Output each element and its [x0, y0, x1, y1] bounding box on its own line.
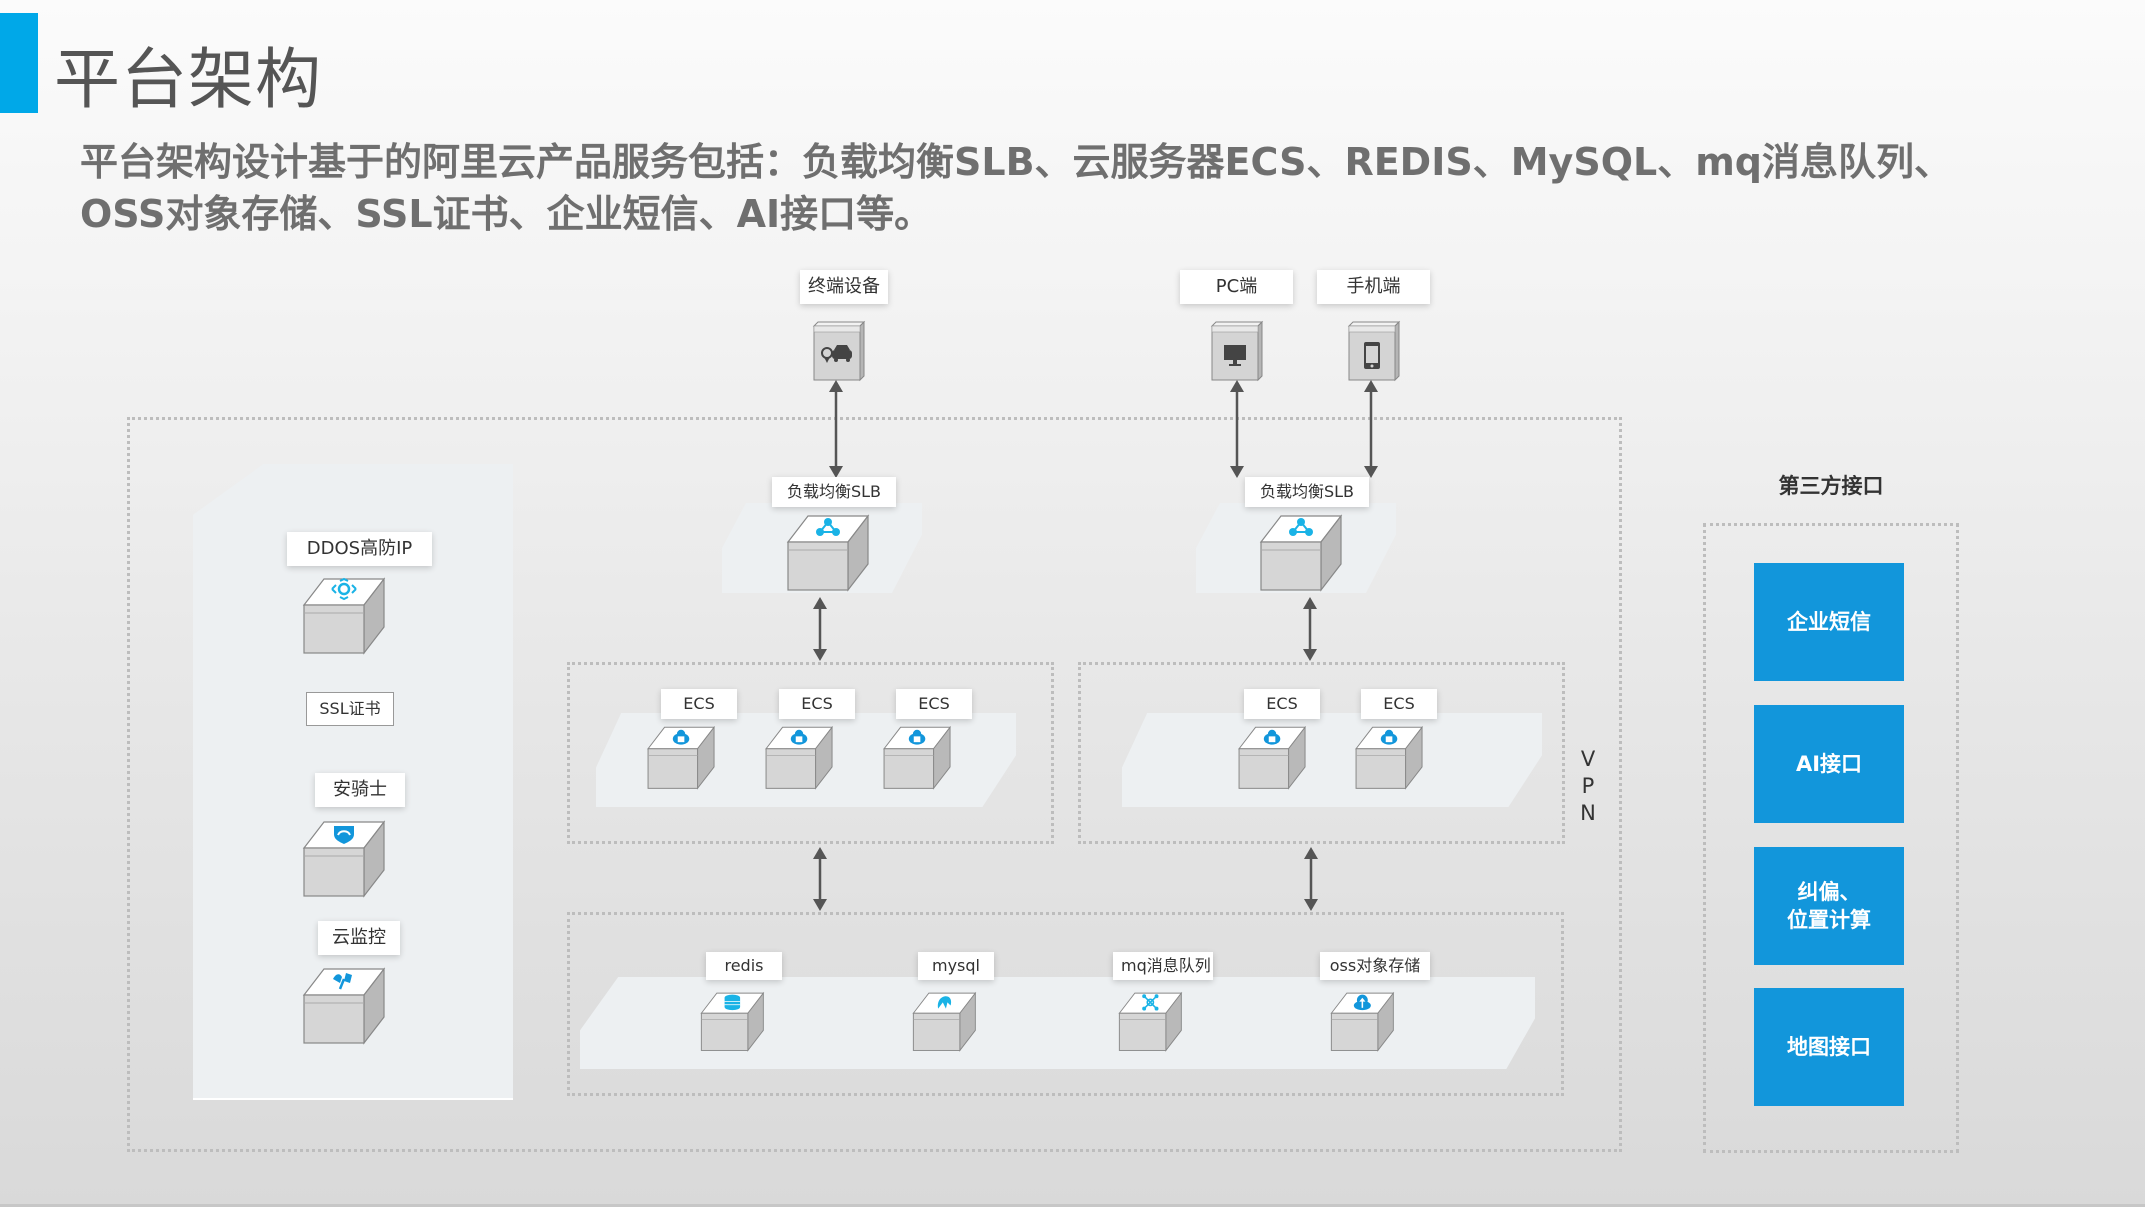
cloud-storage-icon — [1330, 991, 1395, 1052]
ecs-label: ECS — [1361, 689, 1437, 719]
ecs-group-left — [567, 662, 1054, 844]
page-title: 平台架构 — [54, 41, 322, 118]
ssl-cert-label: SSL证书 — [306, 692, 394, 726]
ecs-node — [644, 724, 728, 790]
ecs-label: ECS — [1244, 689, 1320, 719]
ecs-node — [1352, 724, 1436, 790]
redis-label: redis — [706, 952, 782, 980]
third-party-sms: 企业短信 — [1754, 563, 1904, 681]
mq-label: mq消息队列 — [1113, 952, 1213, 980]
aegis-node — [300, 818, 400, 898]
ddos-shield-gear-icon — [302, 577, 386, 655]
vpn-letter: V — [1580, 747, 1596, 771]
cloud-monitor-label: 云监控 — [318, 921, 400, 955]
mysql-dolphin-icon — [912, 991, 977, 1052]
car-location-icon — [812, 320, 866, 382]
arrow-pc-slb — [1230, 380, 1244, 478]
ddos-label: DDOS高防IP — [287, 532, 432, 566]
vpn-letter: N — [1580, 801, 1596, 825]
smartphone-icon — [1347, 320, 1401, 382]
load-balancer-icon — [1259, 514, 1343, 592]
ddos-node — [300, 575, 400, 655]
cloud-monitor-icon — [302, 967, 386, 1045]
pc-client-label: PC端 — [1180, 270, 1293, 304]
terminal-device — [810, 320, 866, 382]
mobile-client-label: 手机端 — [1317, 270, 1430, 304]
redis-node — [695, 990, 779, 1052]
terminal-device-label: 终端设备 — [800, 270, 888, 304]
cloud-server-icon — [883, 725, 952, 790]
mysql-node — [907, 990, 991, 1052]
arrow-ecs-data-right — [1304, 847, 1318, 911]
ecs-node — [1235, 724, 1319, 790]
third-party-container — [1703, 523, 1959, 1153]
mysql-label: mysql — [918, 952, 994, 980]
message-queue-icon — [1118, 991, 1183, 1052]
pc-device — [1208, 320, 1264, 382]
arrow-slb-ecs-left — [813, 597, 827, 661]
slb-label-right: 负载均衡SLB — [1245, 477, 1369, 507]
title-accent-bar — [0, 13, 38, 113]
vpn-label: V P N — [1578, 746, 1598, 827]
slb-node-left — [784, 512, 884, 592]
ecs-platform-right — [1122, 713, 1542, 807]
ecs-node — [880, 724, 964, 790]
vpc-outer-container — [127, 417, 1622, 1152]
vpn-letter: P — [1581, 774, 1595, 798]
cloud-server-icon — [647, 725, 716, 790]
third-party-title: 第三方接口 — [1778, 474, 1884, 498]
arrow-terminal-slb — [829, 380, 843, 478]
third-party-map: 地图接口 — [1754, 988, 1904, 1106]
cloud-server-icon — [765, 725, 834, 790]
data-layer-group — [567, 912, 1564, 1096]
load-balancer-icon — [786, 514, 870, 592]
ecs-node — [762, 724, 846, 790]
mq-node — [1113, 990, 1197, 1052]
page-subtitle: 平台架构设计基于的阿里云产品服务包括：负载均衡SLB、云服务器ECS、REDIS… — [80, 136, 2080, 240]
cloud-server-icon — [1355, 725, 1424, 790]
third-party-ai: AI接口 — [1754, 705, 1904, 823]
cloud-server-icon — [1238, 725, 1307, 790]
cloud-monitor-node — [300, 965, 400, 1045]
subtitle-line-2: OSS对象存储、SSL证书、企业短信、AI接口等。 — [80, 192, 933, 236]
ecs-label: ECS — [661, 689, 737, 719]
ecs-label: ECS — [779, 689, 855, 719]
oss-label: oss对象存储 — [1320, 952, 1430, 980]
arrow-ecs-data-left — [813, 847, 827, 911]
mobile-device — [1345, 320, 1401, 382]
subtitle-line-1: 平台架构设计基于的阿里云产品服务包括：负载均衡SLB、云服务器ECS、REDIS… — [80, 140, 1953, 184]
aegis-label: 安骑士 — [315, 773, 405, 807]
monitor-icon — [1210, 320, 1264, 382]
ecs-label: ECS — [896, 689, 972, 719]
arrow-slb-ecs-right — [1303, 597, 1317, 661]
slb-node-right — [1257, 512, 1357, 592]
arrow-mobile-slb — [1364, 380, 1378, 478]
shield-icon — [302, 820, 386, 898]
ecs-group-right — [1078, 662, 1565, 844]
redis-database-icon — [700, 991, 765, 1052]
third-party-location: 纠偏、 位置计算 — [1754, 847, 1904, 965]
slide-bottom-border — [0, 1204, 2145, 1207]
oss-node — [1325, 990, 1409, 1052]
slb-label-left: 负载均衡SLB — [772, 477, 896, 507]
